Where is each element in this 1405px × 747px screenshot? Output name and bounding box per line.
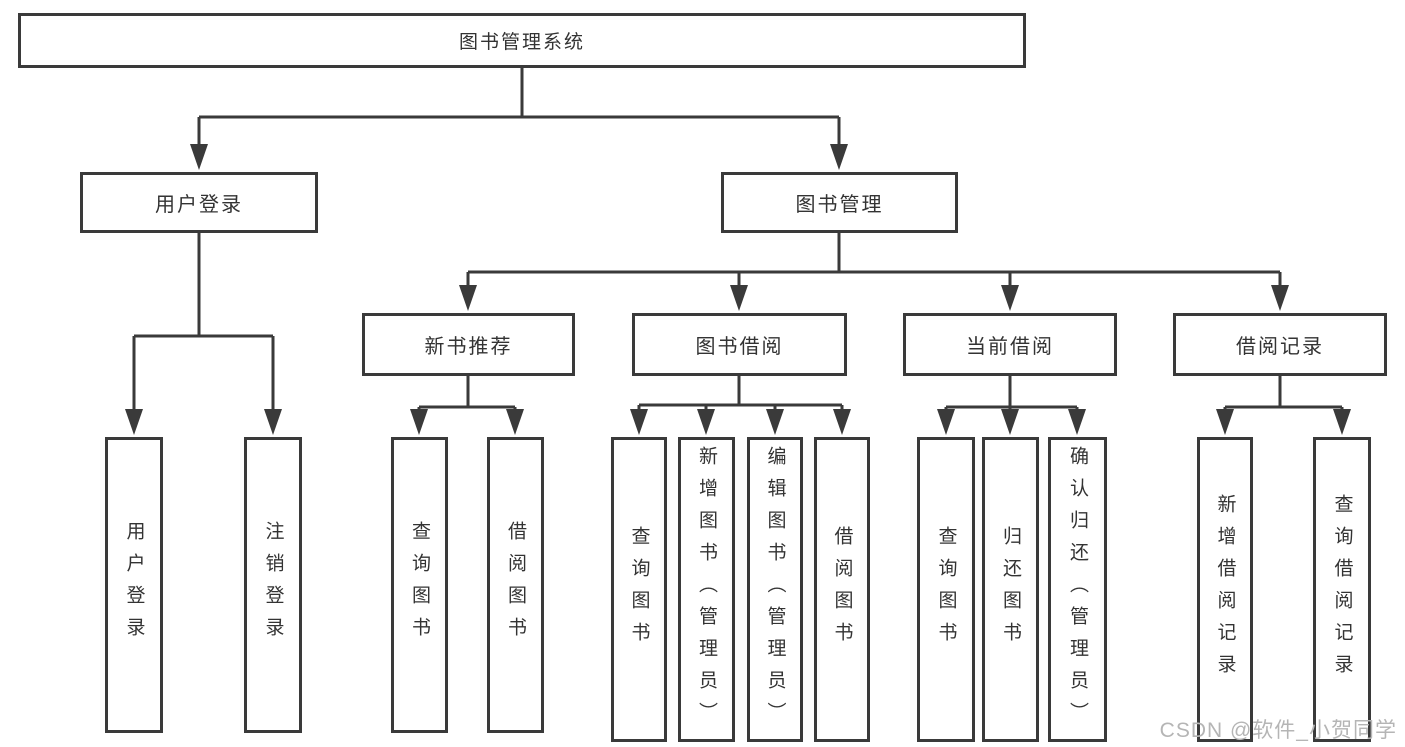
leaf-borrowing-borrow-books: 借阅图书 xyxy=(814,437,870,742)
leaf-records-query-borrow-record: 查询借阅记录 xyxy=(1313,437,1371,742)
leaf-label: 确认归还（管理员） xyxy=(1067,445,1088,734)
leaf-label: 查询图书 xyxy=(409,521,430,649)
arrowhead-icon xyxy=(1333,409,1351,435)
leaf-label: 新增借阅记录 xyxy=(1214,493,1236,686)
node-label: 新书推荐 xyxy=(424,336,513,358)
arrowhead-icon xyxy=(1216,409,1234,435)
arrowhead-icon xyxy=(766,409,784,435)
leaf-label: 查询图书 xyxy=(935,525,957,654)
node-label: 借阅记录 xyxy=(1236,336,1324,358)
connector-path xyxy=(132,68,1344,412)
node-borrowing-records: 借阅记录 xyxy=(1173,313,1387,376)
arrowhead-icon xyxy=(410,409,428,435)
arrowheads xyxy=(125,144,1351,435)
node-book-management: 图书管理 xyxy=(721,172,958,233)
arrowhead-icon xyxy=(125,409,143,435)
leaf-label: 借阅图书 xyxy=(505,521,526,649)
leaf-label: 查询借阅记录 xyxy=(1331,493,1353,686)
leaf-borrowing-add-books-admin: 新增图书（管理员） xyxy=(678,437,735,742)
node-new-book-recommend: 新书推荐 xyxy=(362,313,575,376)
arrowhead-icon xyxy=(264,409,282,435)
node-current-borrowing: 当前借阅 xyxy=(903,313,1117,376)
arrowhead-icon xyxy=(937,409,955,435)
node-user-login: 用户登录 xyxy=(80,172,318,233)
node-label: 当前借阅 xyxy=(966,336,1054,358)
arrowhead-icon xyxy=(830,144,848,170)
node-book-borrowing: 图书借阅 xyxy=(632,313,847,376)
leaf-label: 查询图书 xyxy=(628,525,650,654)
arrowhead-icon xyxy=(1001,285,1019,311)
leaf-label: 用户登录 xyxy=(123,521,145,649)
arrowhead-icon xyxy=(630,409,648,435)
arrowhead-icon xyxy=(1068,409,1086,435)
arrowhead-icon xyxy=(833,409,851,435)
leaf-user-login: 用户登录 xyxy=(105,437,163,733)
node-label: 用户登录 xyxy=(155,194,243,216)
arrowhead-icon xyxy=(1001,409,1019,435)
arrowhead-icon xyxy=(190,144,208,170)
leaf-current-query-books: 查询图书 xyxy=(917,437,975,742)
leaf-label: 新增图书（管理员） xyxy=(696,445,717,734)
leaf-newbook-query-books: 查询图书 xyxy=(391,437,448,733)
leaf-label: 编辑图书（管理员） xyxy=(764,445,786,734)
arrowhead-icon xyxy=(730,285,748,311)
arrowhead-icon xyxy=(506,409,524,435)
leaf-current-confirm-return-admin: 确认归还（管理员） xyxy=(1048,437,1107,742)
leaf-logout: 注销登录 xyxy=(244,437,302,733)
node-label: 图书管理系统 xyxy=(458,32,585,53)
leaf-label: 注销登录 xyxy=(262,521,284,649)
node-label: 图书管理 xyxy=(795,194,884,216)
arrowhead-icon xyxy=(459,285,477,311)
node-label: 图书借阅 xyxy=(695,336,784,358)
arrowhead-icon xyxy=(1271,285,1289,311)
node-library-system: 图书管理系统 xyxy=(18,13,1026,68)
leaf-newbook-borrow-books: 借阅图书 xyxy=(487,437,544,733)
leaf-records-add-borrow-record: 新增借阅记录 xyxy=(1197,437,1253,742)
leaf-label: 归还图书 xyxy=(1000,525,1021,654)
leaf-label: 借阅图书 xyxy=(831,525,853,654)
leaf-borrowing-edit-books-admin: 编辑图书（管理员） xyxy=(747,437,803,742)
leaf-current-return-books: 归还图书 xyxy=(982,437,1039,742)
leaf-borrowing-query-books: 查询图书 xyxy=(611,437,667,742)
arrowhead-icon xyxy=(697,409,715,435)
